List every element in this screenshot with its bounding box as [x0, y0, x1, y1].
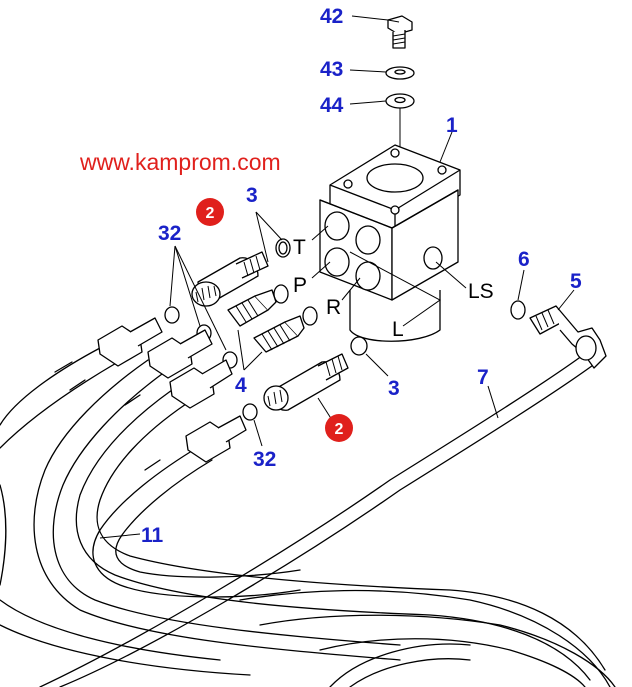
hose-end-nut-b: [147, 329, 213, 379]
callout-43: 43: [320, 58, 343, 81]
o-ring-32-lower: [242, 403, 258, 421]
o-ring-3-lower: [350, 336, 368, 356]
leader-port-r: [341, 277, 361, 301]
callout-11: 11: [141, 524, 164, 547]
callout-42: 42: [320, 5, 343, 28]
straight-fitting-4-b: [253, 315, 305, 353]
port-label-p: P: [293, 274, 307, 297]
hose-bundle: [0, 347, 616, 687]
callout-5: 5: [570, 270, 582, 293]
callout-6: 6: [518, 248, 530, 271]
o-ring-6: [510, 300, 526, 320]
watermark-text: www.kamprom.com: [79, 149, 281, 175]
leader-2-bottom: [317, 397, 333, 421]
hose-end-nut-a: [97, 317, 163, 367]
leader-7: [487, 385, 499, 419]
elbow-fitting-5: [529, 305, 607, 369]
callout-7: 7: [477, 366, 489, 389]
valve-body-1: [319, 144, 461, 342]
leader-6: [517, 269, 525, 301]
badge-2-top: 2: [196, 198, 224, 226]
leader-11: [99, 533, 141, 539]
washer-43: [385, 66, 415, 80]
leader-3-top-a: [255, 211, 269, 263]
leader-port-l: [349, 251, 441, 327]
bolt-42: [387, 15, 413, 49]
hose-end-nut-d: [185, 415, 247, 463]
leader-32-bottom: [253, 419, 263, 447]
washer-44: [385, 93, 415, 109]
leader-5: [557, 289, 575, 311]
leader-port-p: [311, 261, 331, 279]
o-ring-3-right: [302, 306, 318, 326]
callout-32-top: 32: [158, 222, 181, 245]
hose-end-nut-c: [169, 359, 233, 409]
port-label-t: T: [293, 236, 306, 259]
port-label-l: L: [392, 318, 404, 341]
callout-32-bottom: 32: [253, 448, 276, 471]
adapter-fitting-2-lower: [263, 353, 349, 411]
leader-port-ls: [435, 261, 467, 289]
leader-42: [351, 15, 389, 21]
badge-2-top-label: 2: [206, 205, 215, 222]
port-label-ls: LS: [468, 280, 494, 303]
badge-2-bottom: 2: [325, 414, 353, 442]
port-label-r: R: [326, 296, 341, 319]
leader-32-top-c: [174, 245, 227, 351]
leader-32-top-a: [169, 245, 176, 307]
leader-43: [349, 69, 387, 73]
badge-2-bottom-label: 2: [335, 421, 344, 438]
adapter-fitting-2-upper: [191, 251, 269, 307]
callout-3-top: 3: [246, 184, 258, 207]
callout-1: 1: [446, 114, 458, 137]
o-ring-32-a: [164, 306, 180, 324]
leader-1: [439, 131, 453, 163]
straight-fitting-4-a: [227, 289, 277, 327]
callout-44: 44: [320, 94, 344, 117]
leader-3-bottom: [365, 353, 389, 377]
callout-3-bottom: 3: [388, 377, 400, 400]
leader-44: [349, 100, 387, 105]
leader-port-t: [311, 225, 329, 241]
callout-4: 4: [235, 374, 247, 397]
leader-32-top-b: [174, 245, 201, 327]
leader-4-b: [243, 351, 263, 371]
leader-4-a: [237, 329, 245, 371]
o-ring-3-upper: [275, 238, 291, 258]
leader-3-top-b: [255, 211, 283, 241]
